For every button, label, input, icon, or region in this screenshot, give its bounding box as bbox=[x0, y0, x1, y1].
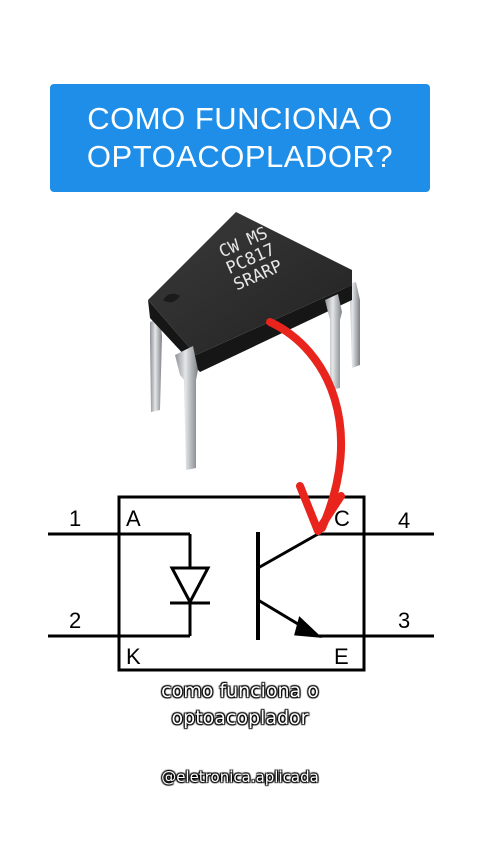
emitter-label: E bbox=[334, 644, 349, 669]
anode-label: A bbox=[126, 506, 141, 531]
title-line-2: OPTOACOPLADOR? bbox=[86, 139, 394, 174]
title-line-1: COMO FUNCIONA O bbox=[87, 101, 393, 136]
optocoupler-schematic bbox=[48, 495, 434, 672]
package-outline bbox=[117, 495, 366, 672]
chip-package: CW MS PC817 SRARP bbox=[148, 212, 360, 470]
watermark-handle: @eletronica.aplicada bbox=[161, 768, 319, 786]
emitter-arrow-icon bbox=[294, 616, 323, 638]
chip-pin-back-left bbox=[150, 318, 162, 412]
pin-3-label: 3 bbox=[398, 608, 410, 633]
chip-pin-back-right bbox=[346, 282, 360, 368]
caption-line-1: como funciona o bbox=[161, 680, 319, 702]
arrow-head-icon bbox=[296, 482, 345, 535]
pin-2-label: 2 bbox=[69, 608, 81, 633]
collector-label: C bbox=[334, 506, 350, 531]
chip-pin-front-right bbox=[325, 294, 342, 390]
caption-line-2: optoacoplador bbox=[171, 707, 309, 729]
transistor-collector bbox=[257, 532, 319, 570]
chip-pin-front-left bbox=[175, 346, 198, 470]
pin-4-label: 4 bbox=[398, 508, 410, 533]
red-pointer-arrow bbox=[266, 318, 346, 535]
schematic-labels: 1 2 4 3 A K C E bbox=[69, 506, 410, 669]
pin-1-label: 1 bbox=[69, 506, 81, 531]
cathode-label: K bbox=[126, 644, 141, 669]
title-banner: COMO FUNCIONA O OPTOACOPLADOR? bbox=[50, 84, 430, 192]
chip-top-face bbox=[148, 212, 352, 355]
led-diode-icon bbox=[169, 566, 211, 606]
